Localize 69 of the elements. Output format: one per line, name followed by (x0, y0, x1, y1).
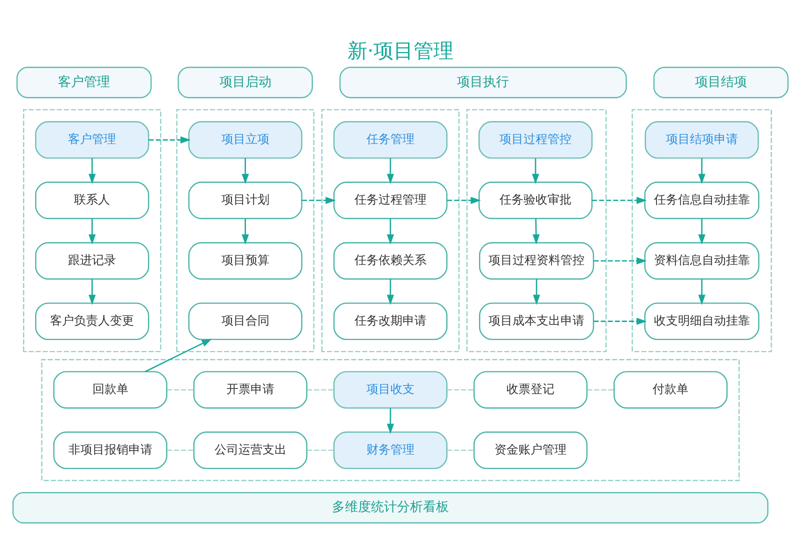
node-box: 项目成本支出申请 (478, 302, 594, 340)
connector (306, 449, 334, 450)
arrow (593, 256, 646, 264)
node-box: 回款单 (52, 370, 167, 408)
node-box: 项目合同 (188, 302, 302, 340)
arrow (241, 158, 248, 184)
arrow (698, 158, 705, 184)
node-box: 项目预算 (188, 242, 302, 280)
node-box: 资金账户管理 (472, 431, 588, 469)
node-box: 任务过程管理 (332, 181, 447, 219)
arrow (88, 218, 96, 244)
node-box: 任务依赖关系 (332, 242, 447, 280)
connector (586, 388, 614, 390)
connector (446, 449, 474, 450)
arrow (88, 278, 96, 304)
cluster (40, 358, 740, 481)
node-box: 项目结项申请 (644, 120, 758, 158)
arrow (88, 158, 96, 184)
node-box: 项目立项 (188, 120, 302, 158)
arrow (386, 408, 394, 434)
arrow (446, 196, 480, 204)
arrow (698, 218, 705, 244)
node-box: 客户管理 (34, 120, 149, 158)
cluster (320, 108, 460, 352)
cluster (176, 108, 314, 352)
node-box: 财务管理 (332, 431, 447, 469)
arrow (241, 218, 248, 244)
node-box: 客户负责人变更 (34, 302, 149, 340)
node-box: 付款单 (613, 370, 728, 408)
node-box: 非项目报销申请 (52, 431, 167, 469)
node-box: 任务管理 (332, 120, 447, 158)
arrow (698, 278, 705, 304)
node-box: 项目收支 (332, 370, 447, 408)
arrow (592, 196, 646, 204)
node-box: 公司运营支出 (192, 431, 307, 469)
cluster (466, 108, 606, 352)
arrow (386, 218, 394, 244)
arrow (386, 158, 394, 184)
node-box: 项目启动 (177, 66, 312, 98)
node-box: 任务信息自动挂靠 (644, 181, 759, 219)
node-box: 任务改期申请 (332, 302, 447, 340)
node-box: 开票申请 (192, 370, 307, 408)
arrow (532, 218, 540, 244)
arrow (593, 317, 646, 324)
connector (306, 388, 334, 390)
arrow (386, 278, 394, 304)
node-box: 联系人 (34, 181, 149, 219)
cluster (22, 108, 161, 352)
node-box: 多维度统计分析看板 (12, 492, 768, 523)
arrow (531, 158, 539, 184)
node-box: 资料信息自动挂靠 (644, 242, 759, 280)
connector (446, 388, 474, 390)
arrow (302, 196, 336, 204)
node-box: 项目过程管控 (478, 120, 592, 158)
node-box: 项目执行 (338, 66, 626, 98)
node-box: 客户管理 (16, 66, 152, 98)
connector (166, 388, 194, 390)
node-box: 任务验收审批 (478, 181, 592, 219)
diagram-title: 新·项目管理 (346, 38, 454, 62)
node-box: 收票登记 (472, 370, 588, 408)
arrow (148, 136, 190, 143)
connector (166, 449, 194, 450)
node-box: 跟进记录 (34, 242, 149, 280)
node-box: 项目结项 (652, 66, 788, 98)
node-box: 项目计划 (188, 181, 302, 219)
cluster (631, 108, 772, 352)
node-box: 收支明细自动挂靠 (644, 302, 759, 340)
node-box: 项目过程资料管控 (478, 242, 594, 280)
arrow (532, 278, 540, 304)
